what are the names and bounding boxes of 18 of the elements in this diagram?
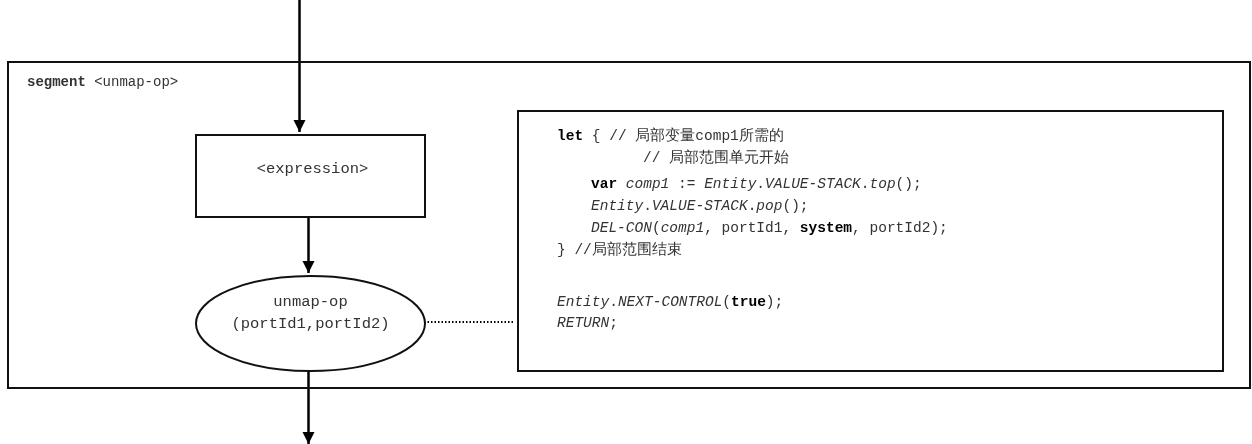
box-label: <expression> [255, 159, 370, 180]
frame-heading: segment <unmap-op> [27, 73, 179, 91]
ellipse-label: unmap-op (portId1,portId2) [230, 292, 391, 335]
arrow [302, 216, 315, 273]
code-line: DEL-CON(comp1, portId1, system, portId2); [591, 219, 948, 238]
process-ellipse [195, 275, 426, 372]
segment-frame [7, 61, 1251, 389]
code-line: let { // 局部变量comp1所需的 [557, 126, 784, 146]
code-line: // 局部范围单元开始 [643, 148, 790, 168]
arrow [302, 370, 315, 444]
code-box [517, 110, 1224, 372]
process-box [195, 134, 426, 218]
code-line: RETURN; [557, 314, 618, 333]
code-line: Entity.NEXT-CONTROL(true); [557, 293, 784, 312]
code-line: Entity.VALUE-STACK.pop(); [591, 197, 809, 216]
code-line: } //局部范围结束 [557, 240, 682, 260]
arrow [293, 0, 306, 132]
code-line: var comp1 := Entity.VALUE-STACK.top(); [591, 175, 922, 194]
